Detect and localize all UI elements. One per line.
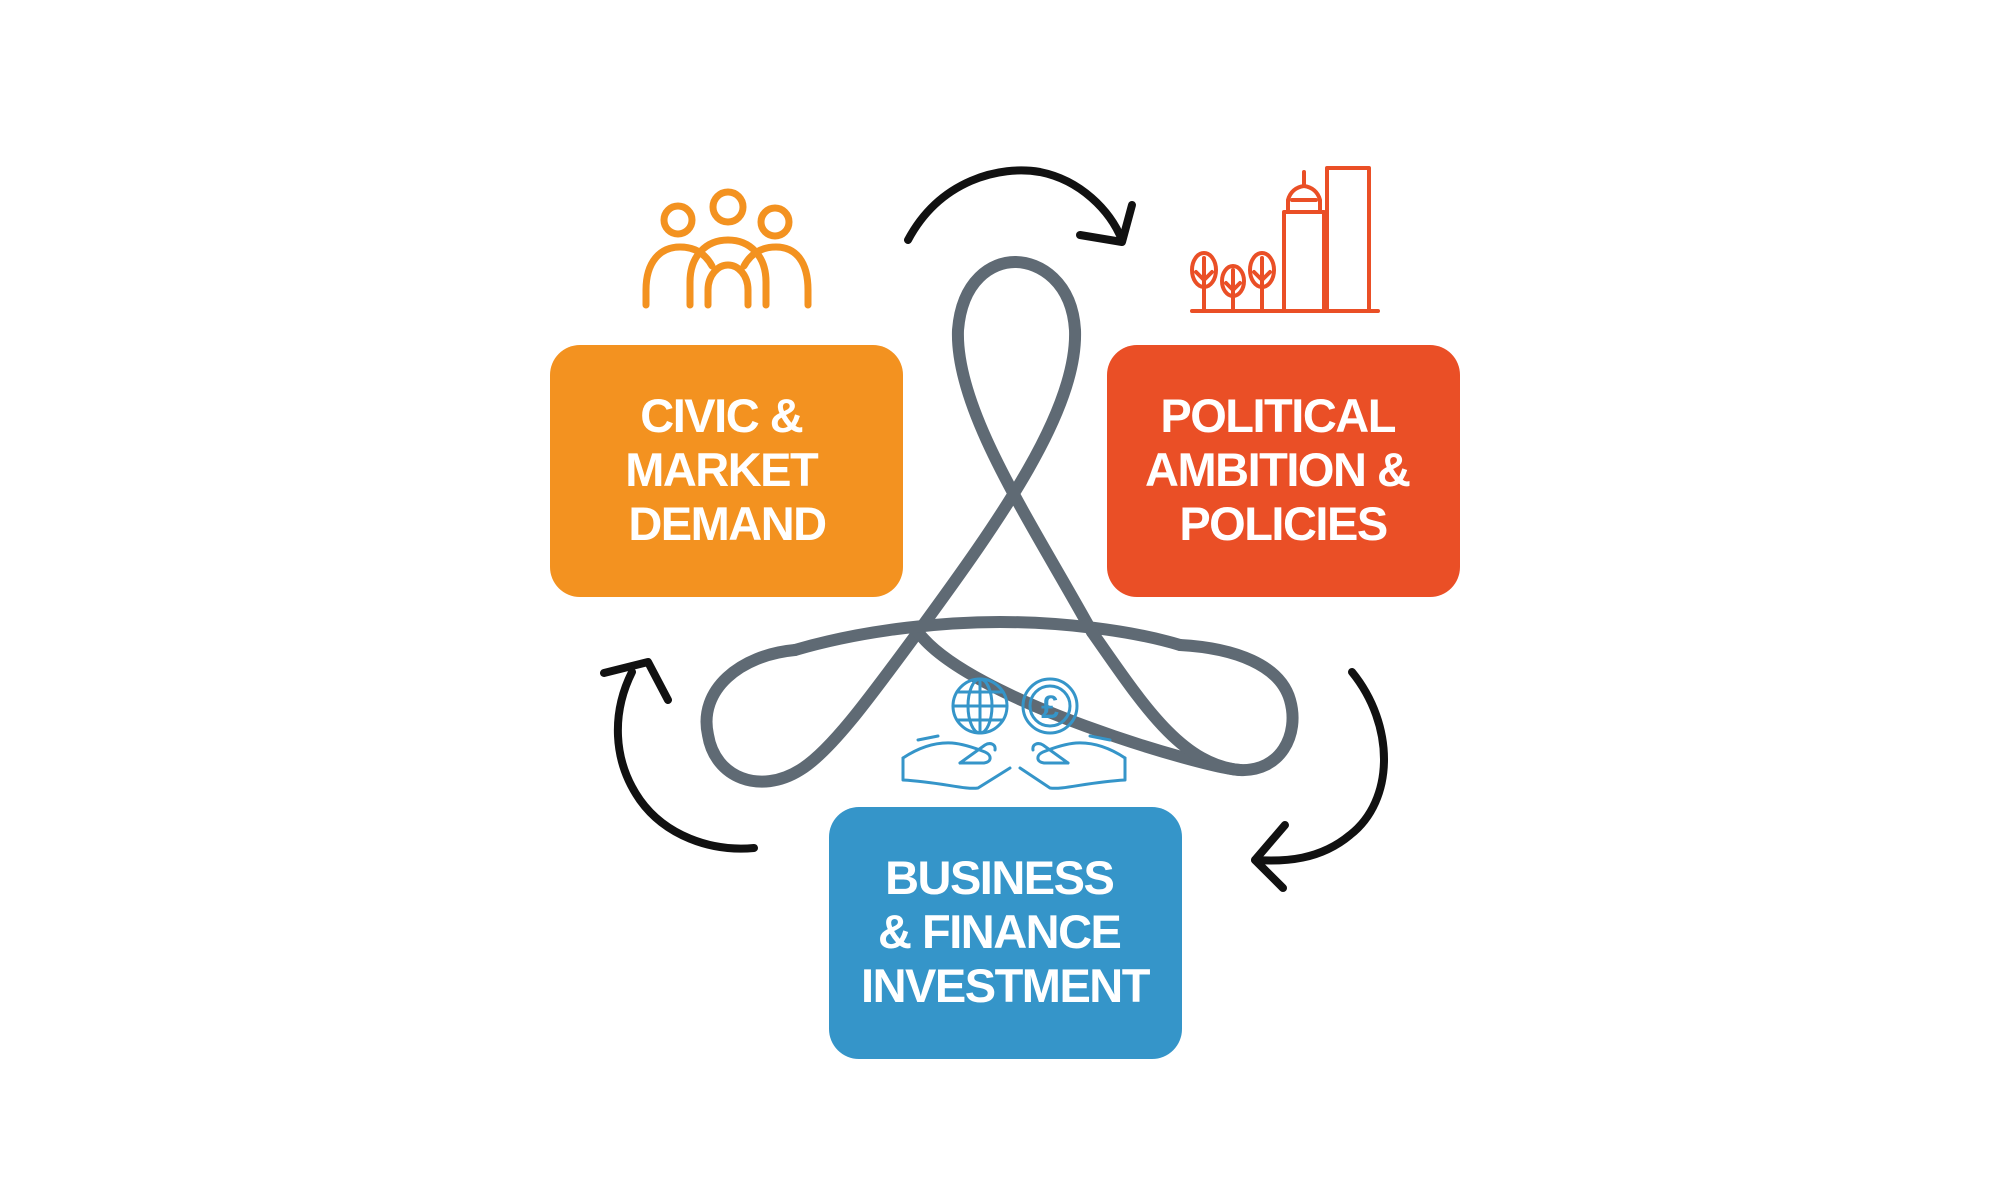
hands-globe-pound-icon: £: [901, 677, 1127, 790]
svg-text:CIVIC & MARKET DEM: CIVIC & MARKET DEMAND: [625, 389, 829, 550]
business-finance-investment-box: BUSINESS & FINANCE INVESTMENT: [829, 807, 1182, 1059]
arc-arrow-right: [1251, 668, 1388, 865]
city-skyline-icon: [1190, 166, 1380, 313]
ribbon-left-strand: [700, 256, 1098, 788]
ribbon-lower-arc: [789, 616, 1186, 656]
civic-label-line-1: CIVIC &: [640, 389, 802, 442]
people-group-icon: [642, 188, 812, 309]
business-label-line-1: BUSINESS: [885, 851, 1113, 904]
svg-text:£: £: [1041, 689, 1059, 725]
business-box-background: [829, 807, 1182, 1059]
business-label-line-2: & FINANCE: [878, 905, 1121, 958]
arrowhead-left-icon: [600, 658, 672, 704]
ribbon-right-strand: [912, 626, 1299, 777]
political-ambition-policies-box: POLITICAL AMBITION & POLICIES: [1107, 345, 1460, 597]
svg-text:BUSINESS & FINANCE: BUSINESS & FINANCE INVESTMENT: [861, 851, 1151, 1012]
political-label-line-3: POLICIES: [1179, 497, 1387, 550]
arc-arrow-top: [904, 166, 1126, 244]
arrowhead-right-icon: [1251, 821, 1289, 892]
political-box-background: [1107, 345, 1460, 597]
business-label-line-3: INVESTMENT: [861, 959, 1151, 1012]
arc-arrow-left: [613, 668, 758, 853]
pound-coin-icon: £: [1021, 677, 1079, 735]
svg-text:POLITICAL AMBITION &: POLITICAL AMBITION & POLICIES: [1145, 389, 1421, 550]
civic-label-line-2: MARKET: [625, 443, 819, 496]
civic-market-demand-box: CIVIC & MARKET DEMAND: [550, 345, 903, 597]
arrowhead-top-icon: [1076, 201, 1136, 246]
political-label-line-2: AMBITION &: [1145, 443, 1410, 496]
cycle-arrows: [600, 166, 1388, 892]
right-hand-icon: [1018, 734, 1127, 790]
globe-icon: [951, 677, 1009, 735]
civic-box-background: [550, 345, 903, 597]
ribbon-right-loop: [1086, 626, 1246, 776]
political-label-line-1: POLITICAL: [1160, 389, 1395, 442]
central-ribbon: [700, 256, 1299, 788]
left-hand-icon: [901, 734, 1012, 790]
civic-label-line-3: DEMAND: [628, 497, 825, 550]
